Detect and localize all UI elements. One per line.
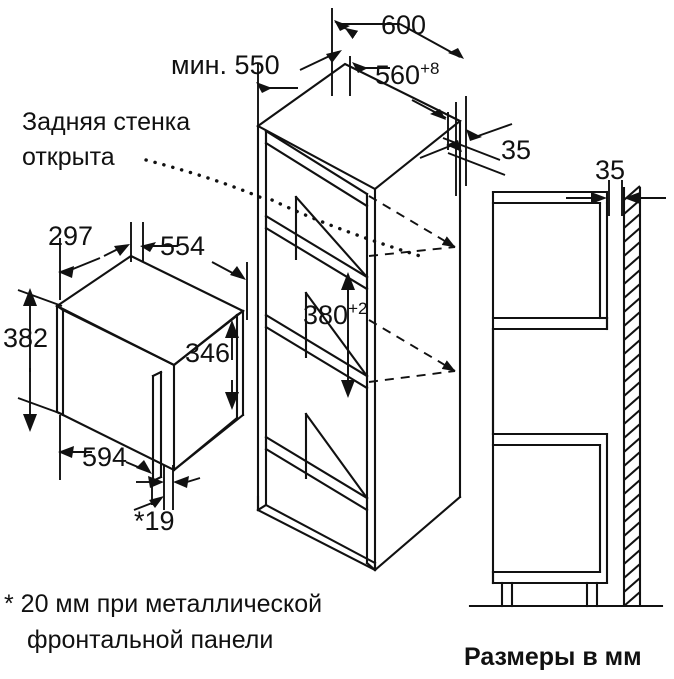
units-caption: Размеры в мм bbox=[464, 643, 642, 671]
label-back-wall-line1: Задняя стенка bbox=[22, 108, 191, 136]
label-back-wall-line2: открыта bbox=[22, 143, 115, 171]
dim-346 bbox=[225, 320, 239, 410]
dim-560 bbox=[349, 56, 449, 150]
cabinet-isometric bbox=[256, 62, 462, 572]
label-346: 346 bbox=[185, 338, 231, 368]
label-35-top: 35 bbox=[501, 135, 532, 165]
wall-hatching bbox=[623, 185, 641, 607]
label-297: 297 bbox=[48, 221, 94, 251]
label-382: 382 bbox=[3, 323, 49, 353]
label-560-value: 560 bbox=[375, 60, 421, 90]
footnote-line2: фронтальной панели bbox=[27, 626, 274, 654]
dim-600 bbox=[331, 8, 467, 186]
depth-dashed-indicators bbox=[368, 195, 456, 383]
label-380-tolerance: +2 bbox=[348, 299, 368, 318]
dim-382 bbox=[17, 288, 63, 432]
back-wall-leader bbox=[144, 158, 422, 258]
dim-380 bbox=[341, 272, 355, 398]
label-19: *19 bbox=[134, 506, 175, 536]
dim-554 bbox=[140, 222, 248, 320]
label-380: 380+2 bbox=[303, 300, 367, 329]
dim-297 bbox=[58, 222, 132, 300]
label-554: 554 bbox=[160, 231, 206, 261]
label-380-value: 380 bbox=[303, 300, 349, 330]
footnote-line1: * 20 мм при металлической bbox=[4, 590, 323, 618]
appliance-box bbox=[54, 254, 245, 483]
label-600: 600 bbox=[381, 10, 427, 40]
label-560: 560+8 bbox=[375, 60, 439, 89]
dim-35-top bbox=[419, 102, 513, 196]
side-section-view bbox=[468, 180, 666, 608]
dim-19 bbox=[133, 465, 201, 511]
label-min-depth: мин. 550 bbox=[171, 50, 280, 80]
label-560-tolerance: +8 bbox=[420, 59, 440, 78]
dim-min-550 bbox=[256, 50, 342, 130]
label-35-wall: 35 bbox=[595, 155, 626, 185]
label-594: 594 bbox=[82, 442, 128, 472]
